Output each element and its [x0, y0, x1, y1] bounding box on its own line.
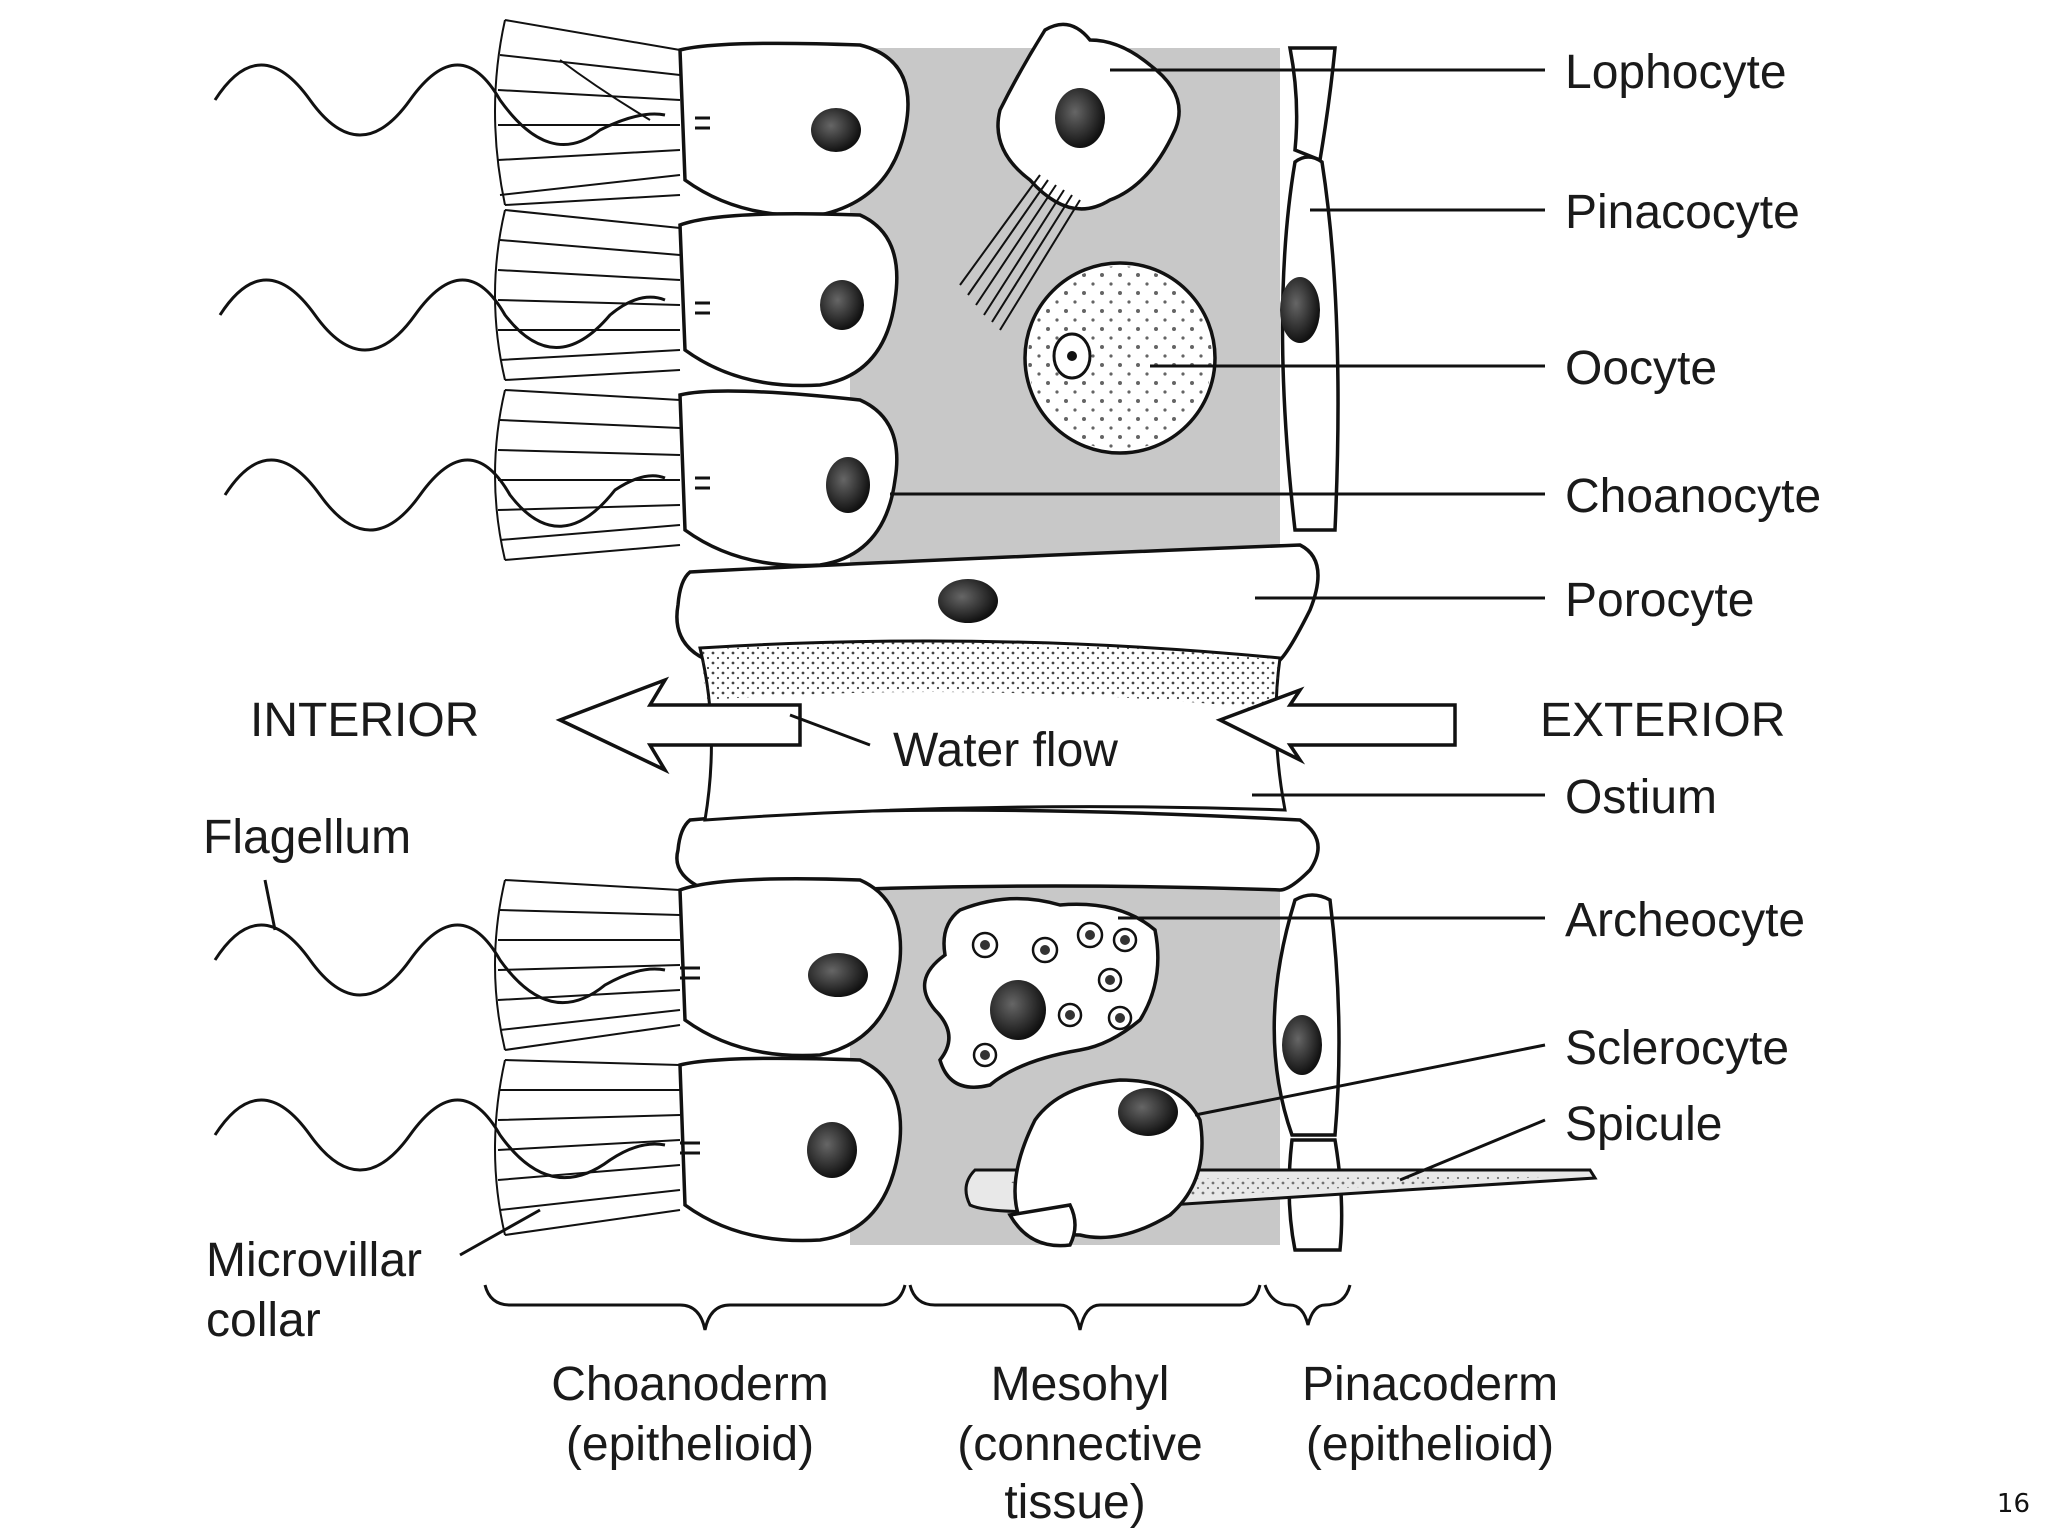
arrow-left — [555, 676, 802, 775]
label-mesohyl-sub2: tissue) — [1004, 1476, 1145, 1529]
label-choanocyte: Choanocyte — [1565, 470, 1821, 523]
choanocytes — [678, 41, 910, 1243]
label-ostium: Ostium — [1565, 771, 1717, 824]
pinacocyte-cell — [1280, 155, 1340, 532]
collar-1 — [494, 19, 681, 206]
archeocyte-cell — [922, 896, 1160, 1089]
page-number: 16 — [1997, 1489, 2030, 1519]
label-pinacoderm: Pinacoderm — [1302, 1358, 1558, 1411]
choanocyte-4 — [678, 877, 903, 1058]
label-porocyte: Porocyte — [1565, 574, 1754, 627]
label-mesohyl: Mesohyl — [991, 1358, 1170, 1411]
ostium-channel — [698, 639, 1287, 822]
collar-4 — [494, 879, 681, 1051]
label-lophocyte: Lophocyte — [1565, 46, 1787, 99]
label-sclerocyte: Sclerocyte — [1565, 1022, 1789, 1075]
label-water-flow: Water flow — [893, 724, 1118, 777]
leader-lines — [263, 68, 1546, 1257]
label-choanoderm: Choanoderm — [551, 1358, 829, 1411]
label-archeocyte: Archeocyte — [1565, 894, 1805, 947]
label-spicule: Spicule — [1565, 1098, 1722, 1151]
pinacoderm-cells — [1272, 46, 1344, 1252]
oocyte-cell — [1023, 261, 1217, 455]
flagella — [213, 63, 666, 1180]
choanocyte-3 — [678, 389, 899, 568]
label-flagellum: Flagellum — [203, 811, 411, 864]
collar-3 — [494, 389, 681, 561]
choanocyte-1 — [678, 41, 910, 218]
choanocyte-2 — [678, 212, 899, 388]
water-flow-arrows — [555, 676, 1457, 775]
choanocyte-5 — [678, 1056, 903, 1243]
layer-braces — [483, 1284, 1352, 1331]
sclerocyte-cell — [1007, 1078, 1204, 1248]
label-exterior: EXTERIOR — [1540, 694, 1785, 747]
arrow-right — [1215, 686, 1457, 765]
label-mesohyl-sub: (connective — [957, 1418, 1202, 1471]
porocyte-cell — [675, 543, 1320, 897]
label-interior: INTERIOR — [250, 694, 479, 747]
collar-2 — [494, 209, 681, 381]
pinacocyte-cell-lower — [1272, 893, 1341, 1137]
label-pinacocyte: Pinacocyte — [1565, 186, 1800, 239]
collar-5 — [494, 1059, 681, 1236]
label-pinacoderm-sub: (epithelioid) — [1306, 1418, 1554, 1471]
label-microvillar: Microvillar — [206, 1234, 422, 1287]
label-collar: collar — [206, 1294, 321, 1347]
microvillar-collars — [494, 19, 681, 1236]
label-choanoderm-sub: (epithelioid) — [566, 1418, 814, 1471]
label-oocyte: Oocyte — [1565, 342, 1717, 395]
